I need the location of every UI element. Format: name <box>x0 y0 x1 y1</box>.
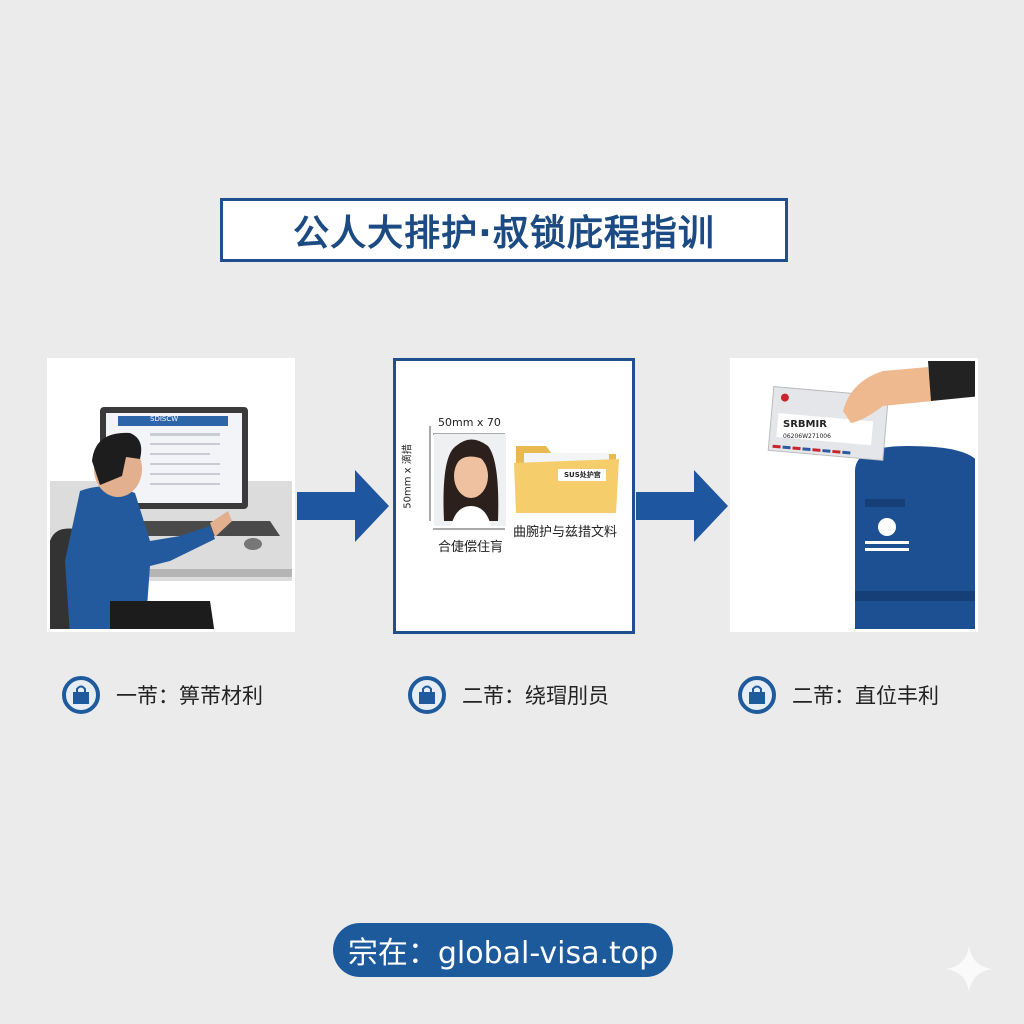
arrow-right-icon <box>297 470 389 542</box>
screen-header: SDISCW <box>150 415 179 423</box>
folder-caption: 曲腕护与兹措文料 <box>513 525 618 540</box>
step-label: 一芾：箅芾材利 <box>116 684 263 708</box>
photo-width-label: 50mm x 70 <box>438 416 501 429</box>
mailbox-illustration <box>767 361 975 629</box>
step-label: 二芾：绕瑁刖员 <box>462 684 609 708</box>
website-link-pill[interactable]: 宗在：global-visa.top <box>333 923 673 977</box>
person-at-computer-illustration <box>50 407 292 629</box>
title-banner: 公人大排护·叔锁庇程指训 <box>220 198 788 262</box>
step-label: 二芾：直位丰利 <box>792 684 939 708</box>
photo-and-folder-illustration <box>429 426 619 530</box>
bag-icon <box>62 676 100 714</box>
step-2-illustration: 50mm x 70 50mm x 滴措 合倢偿住肓 SUS处护宫 曲腕护与兹措文… <box>393 358 635 634</box>
bag-icon <box>738 676 776 714</box>
arrow-right-icon <box>636 470 728 542</box>
step-2-label: 二芾：绕瑁刖员 <box>408 676 609 714</box>
step-1-illustration: SDISCW <box>47 358 295 632</box>
folder-tag: SUS处护宫 <box>564 471 601 479</box>
bag-icon <box>408 676 446 714</box>
page-title: 公人大排护·叔锁庇程指训 <box>293 213 715 254</box>
envelope-title: SRBMIR <box>783 419 827 430</box>
step-1-label: 一芾：箅芾材利 <box>62 676 263 714</box>
photo-height-label: 50mm x 滴措 <box>402 444 414 509</box>
photo-caption: 合倢偿住肓 <box>438 540 504 555</box>
envelope-number: 06206W271006 <box>783 433 831 440</box>
sparkle-icon <box>946 946 992 992</box>
website-text: 宗在：global-visa.top <box>347 936 659 971</box>
step-3-illustration: SRBMIR 06206W271006 <box>730 358 978 632</box>
step-3-label: 二芾：直位丰利 <box>738 676 939 714</box>
